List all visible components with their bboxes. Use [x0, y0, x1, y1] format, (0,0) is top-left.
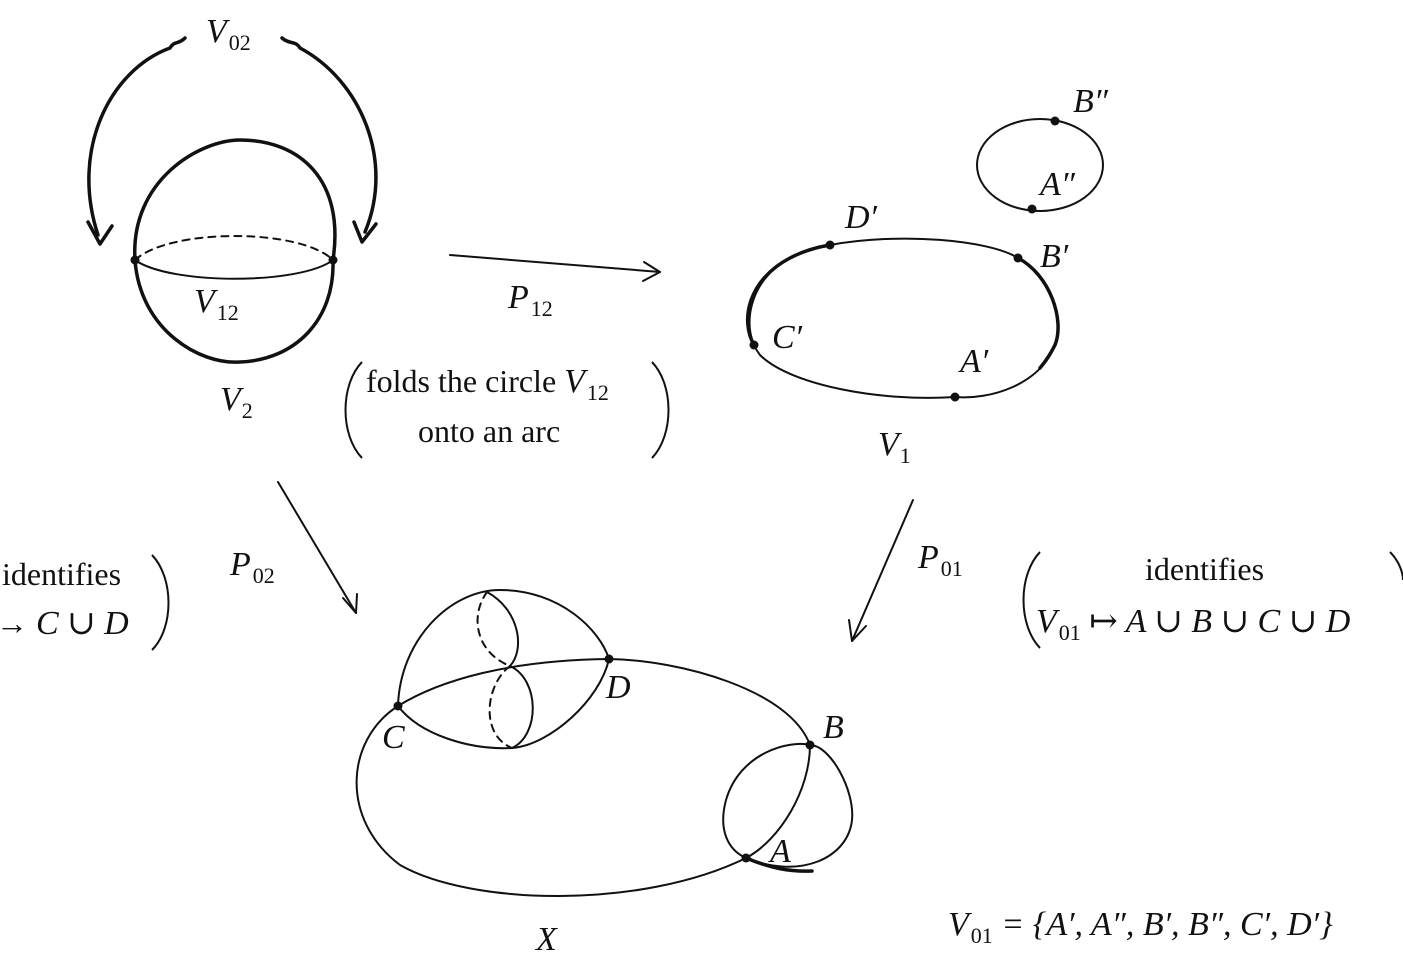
- x-point-d: [604, 654, 614, 664]
- p01-arrow-head: [848, 619, 867, 642]
- x-lens-solid-lower: [509, 665, 534, 749]
- x-lens-dashed-lower: [488, 665, 513, 749]
- v1-label-b2: B″: [1073, 83, 1109, 120]
- x-small-circle-right: [745, 744, 854, 868]
- v1-label-d1: D′: [844, 199, 878, 236]
- v12-label: V12: [194, 283, 239, 325]
- map-p12: P12 folds the circle V12 onto an arc: [344, 254, 670, 459]
- v1-point-a1: [950, 392, 960, 402]
- p01-note-line1: identifies: [1145, 551, 1264, 587]
- v01-formula: V01 = {A′, A″, B′, B″, C′, D′}: [948, 906, 1333, 948]
- map-p02: P02 identifies → C ∪ D: [0, 481, 358, 651]
- v1-point-d1: [825, 240, 835, 250]
- x-bulb-upper: [397, 589, 610, 707]
- v1-label-b1: B′: [1040, 238, 1069, 275]
- p12-label: P12: [507, 279, 553, 321]
- p12-note-line2: onto an arc: [418, 413, 560, 449]
- v2-label: V2: [220, 381, 253, 423]
- graph-v1: B″ A″ D′ B′ C′ A′ V1: [745, 83, 1109, 468]
- p02-note-line1: identifies: [2, 556, 121, 592]
- x-small-circle-left: [722, 743, 811, 859]
- x-outer-loop: [355, 705, 747, 897]
- x-bulb-lower: [397, 658, 610, 750]
- v1-point-c1: [749, 340, 759, 350]
- p02-arrow-head: [342, 593, 358, 614]
- equator-front: [134, 259, 334, 280]
- x-point-b: [805, 740, 815, 750]
- x-label-d: D: [605, 669, 631, 706]
- map-p01: P01 identifies V01 ↦ A ∪ B ∪ C ∪ D: [848, 499, 1403, 649]
- v1-folded-arc: [745, 243, 832, 347]
- p12-note-line1: folds the circle V12: [366, 363, 609, 405]
- upper-hemisphere: [133, 138, 337, 262]
- v02-arrow-left: [87, 36, 187, 237]
- x-lens-dashed-upper: [476, 591, 511, 667]
- v1-thick-right: [1016, 256, 1060, 370]
- x-label-b: B: [823, 709, 844, 746]
- x-small-circle-bottom-thick: [744, 856, 814, 873]
- v2-point-left: [130, 255, 140, 265]
- p02-note-right-paren: [151, 554, 170, 651]
- x-arc-b-a: [745, 744, 811, 859]
- v02-arrow-right-head: [352, 220, 378, 244]
- v1-label-c1: C′: [772, 319, 803, 356]
- p01-note-left-paren: [1022, 551, 1041, 649]
- p12-arrow: [449, 254, 661, 273]
- v02-label: V02: [206, 13, 251, 55]
- p02-arrow: [277, 481, 357, 614]
- lower-hemisphere: [133, 258, 335, 364]
- v1-point-a2: [1027, 204, 1037, 214]
- p01-label: P01: [917, 539, 963, 581]
- x-lens-solid-upper: [486, 591, 519, 667]
- p02-label: P02: [229, 546, 275, 588]
- x-label: X: [534, 921, 558, 956]
- equator-back: [134, 235, 334, 261]
- p12-note-left-paren: [344, 361, 363, 459]
- x-point-a: [741, 853, 751, 863]
- v02-arrow-left-head: [86, 220, 114, 246]
- x-label-a: A: [768, 833, 791, 870]
- p12-arrow-head: [642, 261, 661, 282]
- v2-point-right: [328, 255, 338, 265]
- v1-label-a1: A′: [958, 343, 989, 380]
- v02-arrow-right: [280, 36, 378, 234]
- x-point-c: [393, 701, 403, 711]
- p01-arrow: [851, 499, 914, 642]
- p02-note-line2: → C ∪ D: [0, 605, 129, 642]
- sphere-v2: V02 V12 V2: [86, 13, 378, 423]
- complex-x: D C B A X: [355, 589, 854, 956]
- v1-small-circle: [976, 118, 1104, 212]
- v1-point-b1: [1013, 253, 1023, 263]
- p12-note-right-paren: [651, 361, 670, 459]
- p01-note-right-paren: [1389, 551, 1403, 581]
- x-label-c: C: [382, 719, 405, 756]
- v1-point-b2: [1050, 116, 1060, 126]
- p01-note-line2: V01 ↦ A ∪ B ∪ C ∪ D: [1036, 603, 1351, 645]
- v1-label-a2: A″: [1038, 166, 1076, 203]
- v1-label: V1: [878, 426, 911, 468]
